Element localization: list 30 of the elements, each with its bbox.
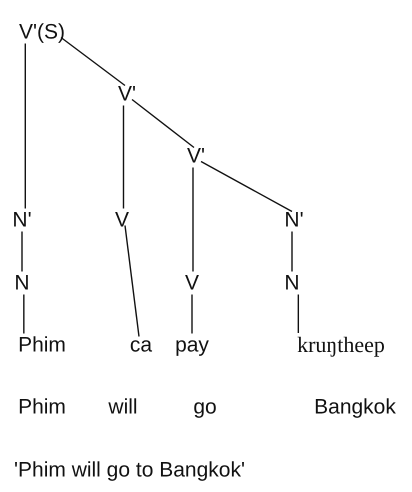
gloss-label: Bangkok: [314, 396, 396, 418]
tree-branch: [192, 168, 194, 272]
tree-branch: [124, 225, 140, 337]
category-label: N': [284, 210, 304, 230]
tree-branch: [132, 98, 194, 148]
category-label: N': [12, 210, 32, 230]
category-label: V: [115, 210, 129, 230]
tree-branch: [191, 294, 193, 334]
tree-branch: [23, 294, 25, 334]
category-label: N: [284, 272, 300, 294]
tree-branch: [122, 106, 124, 208]
category-label: V': [118, 84, 136, 104]
word-label: pay: [175, 334, 209, 356]
category-label: V': [186, 146, 206, 166]
tree-branch: [200, 160, 292, 212]
category-label: N: [14, 272, 30, 294]
word-label: Phim: [18, 334, 66, 356]
word-label: kruŋtheep: [297, 334, 385, 356]
tree-branch: [60, 36, 126, 86]
translation-text: 'Phim will go to Bangkok': [14, 460, 245, 480]
word-label: ca: [130, 334, 152, 356]
tree-branch: [291, 232, 293, 272]
tree-branch: [24, 44, 26, 208]
category-label: V'(S): [19, 22, 65, 42]
gloss-label: will: [108, 396, 138, 418]
tree-branch: [21, 232, 23, 272]
category-label: V: [185, 272, 199, 294]
gloss-label: go: [193, 396, 217, 418]
tree-branch: [298, 294, 300, 333]
gloss-label: Phim: [18, 396, 66, 418]
